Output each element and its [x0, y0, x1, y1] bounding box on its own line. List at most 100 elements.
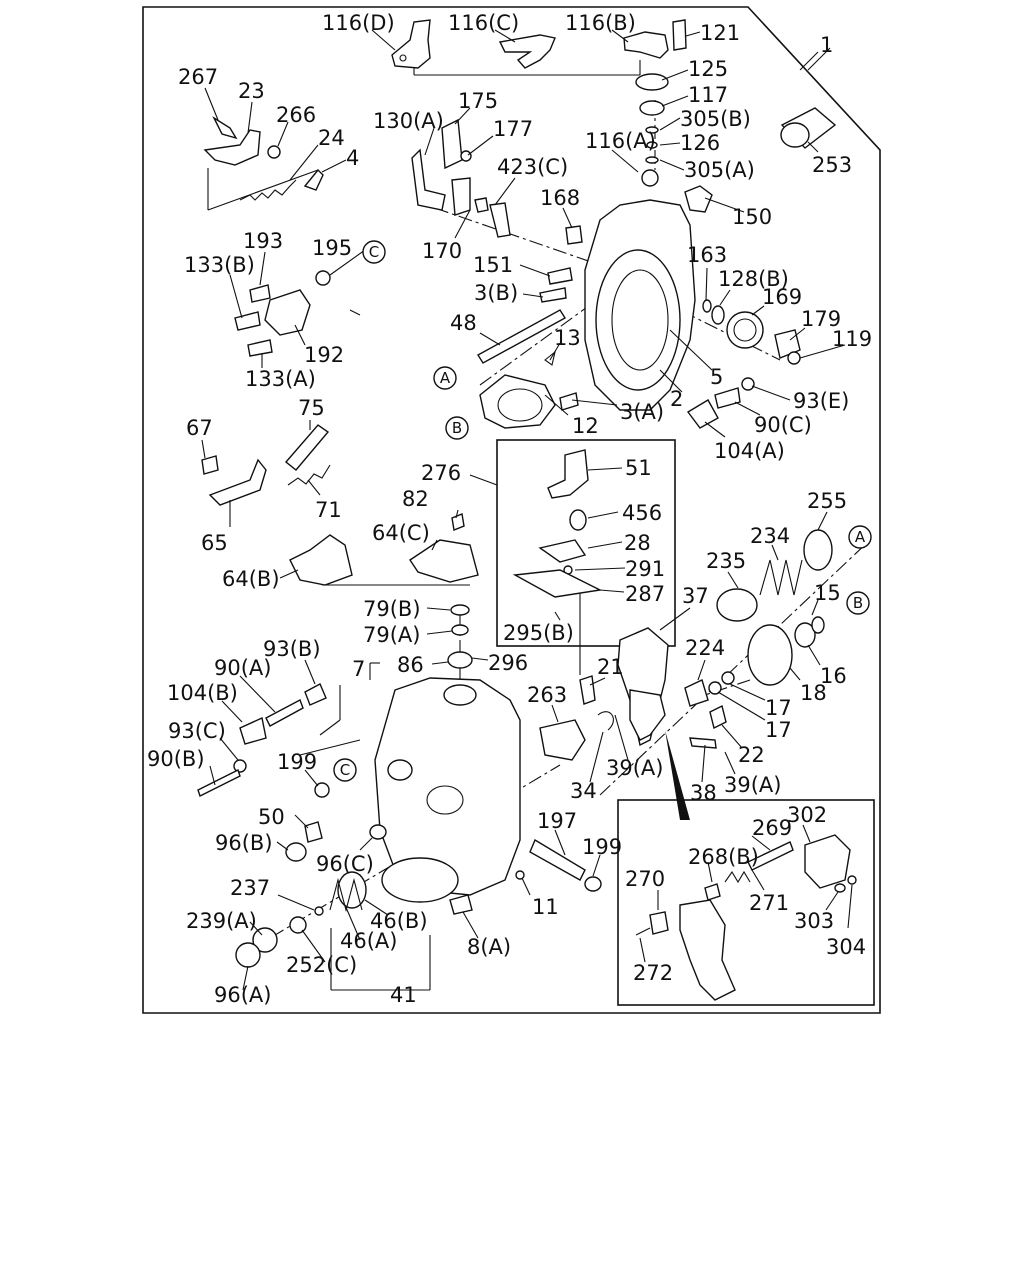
part-label: 4	[346, 146, 359, 170]
part-label: 266	[276, 103, 316, 127]
part-label: 423(C)	[497, 155, 568, 179]
part-label: 116(B)	[565, 11, 636, 35]
leader-lines	[201, 29, 853, 991]
part-label: 12	[572, 414, 599, 438]
part-label: 22	[738, 743, 765, 767]
part-label: 295(B)	[503, 621, 574, 645]
part-label: 46(A)	[340, 929, 397, 953]
part-label: 302	[787, 803, 827, 827]
part-label: 199	[582, 835, 622, 859]
part-label: 96(B)	[215, 831, 273, 855]
part-label: 13	[554, 326, 581, 350]
part-label: 71	[315, 498, 342, 522]
part-label: 305(A)	[684, 158, 755, 182]
part-label: 104(A)	[714, 439, 785, 463]
part-label: 252(C)	[286, 953, 357, 977]
part-label: 271	[749, 891, 789, 915]
part-label: 287	[625, 582, 665, 606]
part-label: 39(A)	[606, 756, 663, 780]
part-label: 38	[690, 781, 717, 805]
part-label: 79(B)	[363, 597, 421, 621]
part-label: 263	[527, 683, 567, 707]
callout-b-left: B	[445, 416, 469, 440]
part-label: 51	[625, 456, 652, 480]
inset-box-276	[496, 439, 676, 647]
svg-text:A: A	[440, 369, 451, 387]
part-label: 79(A)	[363, 623, 420, 647]
part-label: 304	[826, 935, 866, 959]
part-label: 163	[687, 243, 727, 267]
part-label: 133(B)	[184, 253, 255, 277]
part-label: 130(A)	[373, 109, 444, 133]
part-label: 267	[178, 65, 218, 89]
callout-a-left: A	[433, 366, 457, 390]
part-label: 16	[820, 664, 847, 688]
svg-text:B: B	[452, 419, 462, 437]
parts	[197, 19, 857, 1001]
callout-a-right: A	[848, 525, 872, 549]
part-label: 255	[807, 489, 847, 513]
part-label: 18	[800, 681, 827, 705]
part-label: 270	[625, 867, 665, 891]
part-label: 104(B)	[167, 681, 238, 705]
part-label: 234	[750, 524, 790, 548]
part-label: 48	[450, 311, 477, 335]
part-label: 303	[794, 909, 834, 933]
part-label: 168	[540, 186, 580, 210]
part-label: 34	[570, 779, 597, 803]
part-label: 272	[633, 961, 673, 985]
part-label: 197	[537, 809, 577, 833]
part-label: 128(B)	[718, 267, 789, 291]
part-label: 268(B)	[688, 845, 759, 869]
part-label: 37	[682, 584, 709, 608]
part-label: 116(C)	[448, 11, 519, 35]
part-label: 1	[820, 33, 833, 57]
part-label: 121	[700, 21, 740, 45]
part-label: 8(A)	[467, 935, 511, 959]
part-label: 90(B)	[147, 747, 205, 771]
part-label: 82	[402, 487, 429, 511]
part-label: 24	[318, 126, 345, 150]
svg-text:A: A	[855, 528, 866, 546]
inset-box-302	[617, 799, 875, 1006]
part-label: 11	[532, 895, 559, 919]
part-label: 46(B)	[370, 909, 428, 933]
part-label: 150	[732, 205, 772, 229]
part-label: 253	[812, 153, 852, 177]
part-label: 39(A)	[724, 773, 781, 797]
svg-text:C: C	[340, 761, 350, 779]
part-label: 193	[243, 229, 283, 253]
part-label: 41	[390, 983, 417, 1007]
callout-markers: C A B A B C	[333, 240, 872, 782]
part-label: 456	[622, 501, 662, 525]
part-label: 96(C)	[316, 852, 374, 876]
svg-text:C: C	[369, 243, 379, 261]
part-label: 195	[312, 236, 352, 260]
part-label: 116(D)	[322, 11, 395, 35]
part-label: 291	[625, 557, 665, 581]
part-label: 269	[752, 816, 792, 840]
part-label: 296	[488, 651, 528, 675]
callout-b-right: B	[846, 591, 870, 615]
part-label: 170	[422, 239, 462, 263]
part-label: 65	[201, 531, 228, 555]
part-label: 126	[680, 131, 720, 155]
group-lines	[207, 58, 641, 991]
part-label: 151	[473, 253, 513, 277]
part-label: 3(B)	[474, 281, 518, 305]
part-label: 199	[277, 750, 317, 774]
part-label: 93(C)	[168, 719, 226, 743]
part-label: 64(B)	[222, 567, 280, 591]
part-label: 23	[238, 79, 265, 103]
part-label: 116(A)	[585, 129, 656, 153]
diagram-frame	[142, 6, 881, 1014]
part-label: 177	[493, 117, 533, 141]
part-label: 117	[688, 83, 728, 107]
part-label: 17	[765, 718, 792, 742]
part-label: 2	[670, 387, 683, 411]
part-label: 90(C)	[754, 413, 812, 437]
part-label: 237	[230, 876, 270, 900]
part-label: 90(A)	[214, 656, 271, 680]
